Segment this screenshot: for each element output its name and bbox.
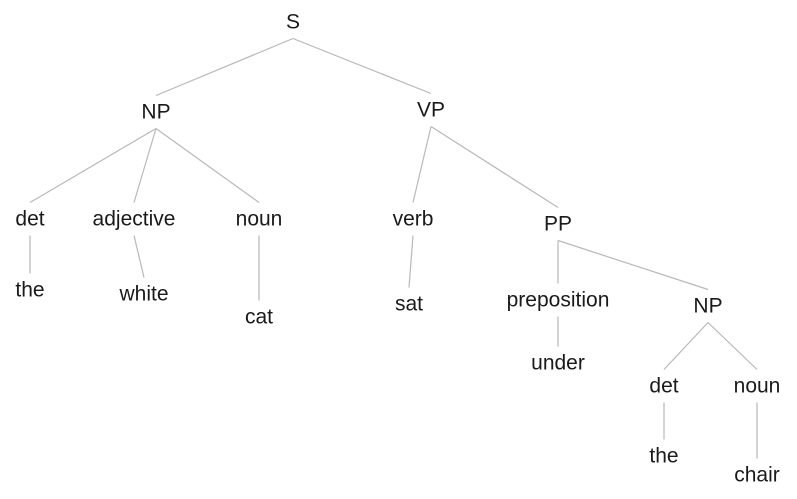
edge-s-vp: [292, 37, 432, 95]
edge-vp-pp: [430, 125, 559, 209]
node-det-object: det: [649, 374, 679, 398]
edge-np1-noun1: [155, 128, 260, 203]
word-cat: cat: [244, 305, 274, 329]
node-np-object: NP: [693, 294, 723, 318]
node-noun-subject: noun: [235, 207, 283, 231]
edge-s-np1: [155, 37, 294, 97]
edge-adj-white: [133, 235, 145, 278]
edge-vp-verb: [412, 126, 432, 203]
node-preposition: preposition: [506, 288, 610, 312]
word-the-2: the: [649, 444, 679, 468]
node-det-subject: det: [15, 207, 45, 231]
word-sat: sat: [394, 292, 424, 316]
edge-np2-noun2: [707, 322, 758, 370]
node-s: S: [285, 10, 301, 34]
node-verb: verb: [392, 207, 434, 231]
node-vp: VP: [416, 98, 446, 122]
node-np-subject: NP: [141, 100, 171, 124]
word-under: under: [531, 351, 585, 375]
node-adjective: adjective: [92, 207, 176, 231]
edge-np1-det1: [29, 127, 157, 204]
edge-np1-adj: [133, 128, 157, 203]
word-chair: chair: [734, 463, 780, 487]
edge-verb-sat: [408, 235, 414, 288]
node-pp: PP: [543, 212, 573, 236]
node-noun-object: noun: [733, 374, 781, 398]
edge-np2-det2: [663, 322, 709, 370]
edge-pp-np2: [557, 239, 709, 291]
word-white: white: [119, 282, 169, 306]
word-the-1: the: [15, 278, 45, 302]
